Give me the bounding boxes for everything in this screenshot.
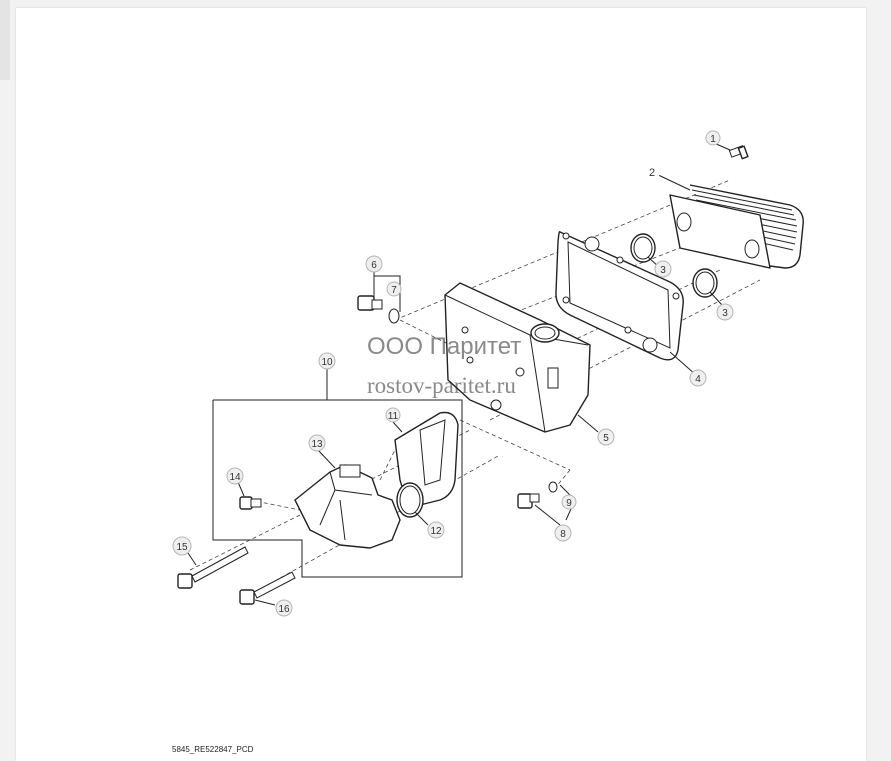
callout-16: 16	[275, 599, 293, 617]
callout-12: 12	[427, 521, 445, 539]
svg-text:3: 3	[722, 308, 728, 319]
svg-text:4: 4	[695, 374, 701, 385]
svg-text:14: 14	[229, 472, 241, 483]
diagram-sheet	[16, 8, 866, 761]
callout-3a: 3	[654, 260, 672, 278]
oil-cooler-part-2	[669, 184, 804, 269]
svg-text:6: 6	[371, 260, 377, 271]
watermark-company: ООО Паритет	[367, 333, 522, 360]
left-edge-strip	[0, 0, 10, 80]
svg-text:1: 1	[710, 134, 716, 145]
svg-text:10: 10	[321, 357, 333, 368]
watermark-url: rostov-paritet.ru	[367, 373, 516, 398]
callout-14: 14	[226, 467, 244, 485]
callout-6: 6	[365, 255, 383, 273]
bolt-part-15	[177, 546, 249, 589]
filter-head-part-13	[294, 464, 401, 549]
svg-text:13: 13	[311, 439, 323, 450]
kit-boundary-10	[212, 399, 463, 578]
svg-text:8: 8	[560, 529, 566, 540]
housing-part-5	[444, 282, 591, 433]
callout-11: 11	[385, 407, 401, 423]
bolt-part-1	[728, 145, 749, 160]
callout-15: 15	[172, 536, 192, 556]
callout-2: 2	[644, 164, 660, 180]
callout-8: 8	[554, 524, 572, 542]
callout-9: 9	[561, 494, 577, 510]
svg-text:9: 9	[566, 498, 572, 509]
callout-3b: 3	[716, 303, 734, 321]
svg-text:5: 5	[603, 433, 609, 444]
bolt-part-16	[239, 571, 296, 605]
drawing-code: 5845_RE522847_PCD	[172, 745, 254, 754]
callout-7: 7	[386, 281, 402, 297]
plug-part-8	[517, 481, 558, 509]
svg-text:7: 7	[391, 285, 397, 296]
o-rings-part-3	[630, 233, 718, 298]
svg-text:16: 16	[278, 604, 290, 615]
svg-text:3: 3	[660, 265, 666, 276]
callout-1: 1	[705, 130, 721, 146]
callout-10: 10	[318, 352, 336, 370]
svg-text:15: 15	[176, 542, 188, 553]
callout-4: 4	[689, 369, 707, 387]
callout-5: 5	[597, 428, 615, 446]
svg-text:11: 11	[388, 411, 399, 422]
plug-part-6	[357, 295, 400, 324]
callout-13: 13	[308, 434, 326, 452]
svg-text:12: 12	[430, 526, 442, 537]
gasket-part-4	[555, 231, 684, 361]
o-ring-part-12	[396, 482, 424, 518]
bolt-part-14	[239, 496, 262, 510]
svg-text:2: 2	[649, 167, 655, 179]
gasket-plate-part-11	[394, 411, 459, 506]
